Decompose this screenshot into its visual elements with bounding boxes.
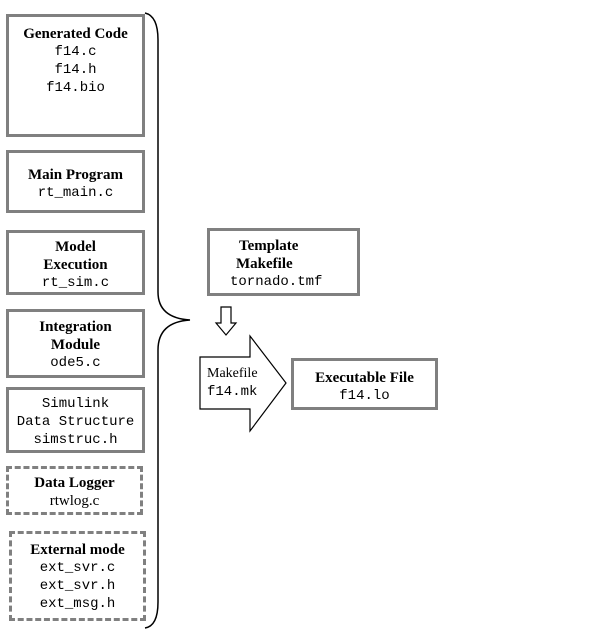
box-title: Template xyxy=(239,238,299,254)
file-name: ext_svr.h xyxy=(39,578,116,594)
box-title: Data Structure xyxy=(16,414,135,430)
right-arrow-shape xyxy=(199,334,287,433)
file-name: rt_main.c xyxy=(37,185,114,201)
file-name: f14.lo xyxy=(339,388,390,404)
box-title: Makefile xyxy=(236,256,293,272)
main-program-box: Main Program rt_main.c xyxy=(6,150,145,213)
file-name: f14.bio xyxy=(46,80,105,96)
box-title: Module xyxy=(50,337,101,353)
down-arrow-icon xyxy=(214,306,238,336)
box-title: Data Logger xyxy=(34,475,115,491)
makefile-arrow-label: Makefile f14.mk xyxy=(207,365,258,401)
executable-file-box: Executable File f14.lo xyxy=(291,358,438,410)
file-name: rtwlog.c xyxy=(49,493,100,509)
file-name: rt_sim.c xyxy=(41,275,110,291)
file-name: ode5.c xyxy=(50,355,101,371)
box-title: External mode xyxy=(30,542,125,558)
data-logger-box: Data Logger rtwlog.c xyxy=(6,466,143,515)
external-mode-box: External mode ext_svr.c ext_svr.h ext_ms… xyxy=(9,531,146,621)
file-name: f14.h xyxy=(54,62,97,78)
template-makefile-box: Template Makefile tornado.tmf xyxy=(207,228,360,296)
simulink-data-structure-box: Simulink Data Structure simstruc.h xyxy=(6,387,145,453)
file-name: f14.mk xyxy=(207,384,258,400)
grouping-brace xyxy=(144,12,191,629)
file-name: f14.c xyxy=(54,44,97,60)
file-name: ext_msg.h xyxy=(39,596,116,612)
box-title: Execution xyxy=(43,257,108,273)
generated-code-box: Generated Code f14.c f14.h f14.bio xyxy=(6,14,145,137)
file-name: ext_svr.c xyxy=(39,560,116,576)
box-title: Integration xyxy=(39,319,112,335)
box-title: Executable File xyxy=(315,370,414,386)
file-name: tornado.tmf xyxy=(230,274,323,290)
model-execution-box: Model Execution rt_sim.c xyxy=(6,230,145,295)
integration-module-box: Integration Module ode5.c xyxy=(6,309,145,378)
box-title: Main Program xyxy=(27,167,124,183)
arrow-title: Makefile xyxy=(207,366,258,381)
box-title: Generated Code xyxy=(23,26,128,42)
file-name: simstruc.h xyxy=(33,432,118,448)
box-title: Model xyxy=(55,239,96,255)
box-title: Simulink xyxy=(41,396,110,412)
